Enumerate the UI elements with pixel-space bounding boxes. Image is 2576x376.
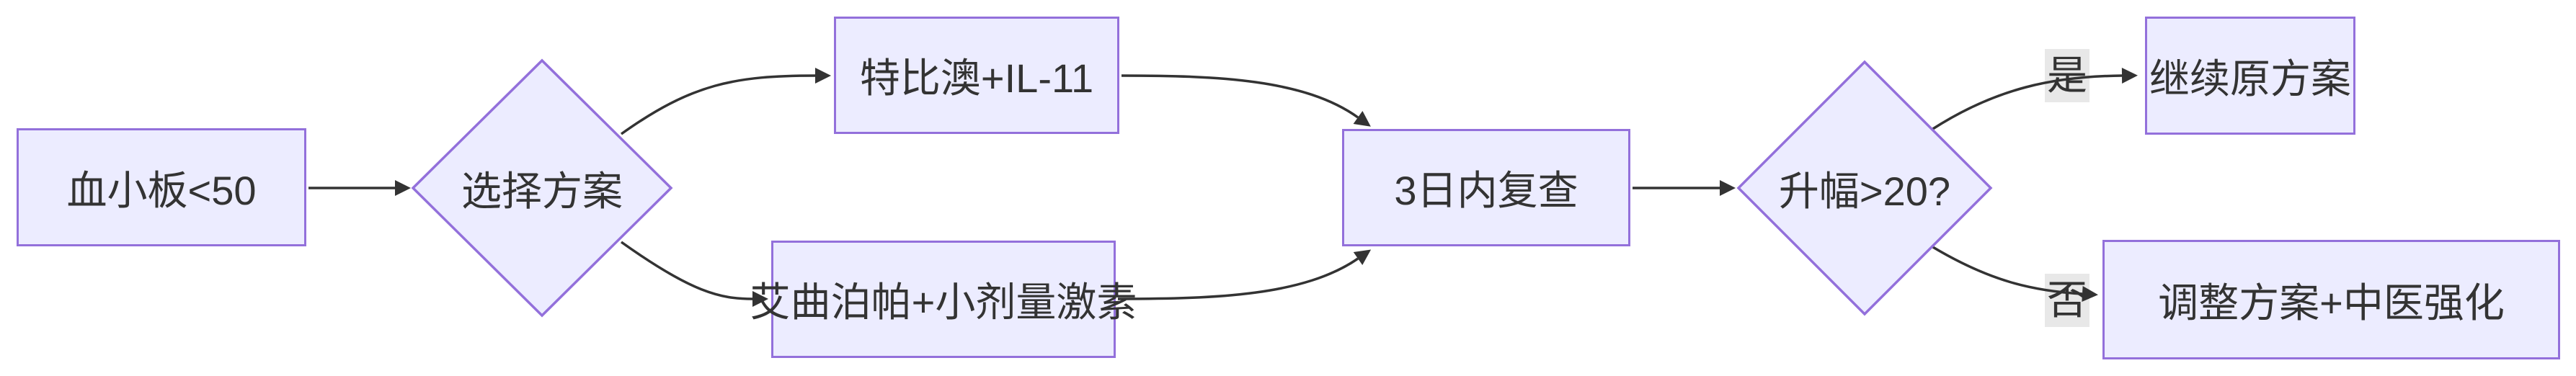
node-eltrombopag-plus-steroid-label: 艾曲泊帕+小剂量激素 <box>750 279 1137 325</box>
edge-rise-yes-to-continue <box>1931 68 2138 131</box>
node-continue-original-plan: 继续原方案 <box>2145 17 2355 135</box>
edge-optionA-to-recheck <box>1121 74 1371 127</box>
node-tpo-plus-il11: 特比澳+IL-11 <box>834 17 1119 134</box>
node-recheck-within-3days-label: 3日内复查 <box>1394 168 1578 213</box>
decision-select-plan-label: 选择方案 <box>461 168 623 214</box>
edge-optionB-to-recheck <box>1117 249 1372 300</box>
decision-rise-gt20: 升幅>20? <box>1738 62 1991 314</box>
node-platelet-below-50: 血小板<50 <box>17 128 306 246</box>
node-platelet-below-50-label: 血小板<50 <box>66 167 257 213</box>
node-recheck-within-3days: 3日内复查 <box>1342 129 1630 246</box>
node-tpo-plus-il11-label: 特比澳+IL-11 <box>859 55 1094 101</box>
node-continue-original-plan-label: 继续原方案 <box>2149 55 2351 102</box>
decision-select-plan-shape <box>411 58 673 318</box>
node-adjust-plan-tcm-label: 调整方案+中医强化 <box>2158 279 2505 326</box>
decision-select-plan: 选择方案 <box>413 61 671 315</box>
decision-rise-gt20-shape <box>1736 60 1993 316</box>
edge-select-to-optionB <box>620 241 768 307</box>
edge-rise-no-to-adjust <box>1931 245 2098 302</box>
decision-rise-gt20-label: 升幅>20? <box>1778 168 1951 214</box>
node-adjust-plan-tcm: 调整方案+中医强化 <box>2102 240 2560 359</box>
edge-label-yes: 是 <box>2045 49 2089 102</box>
edge-select-to-optionA <box>620 68 831 135</box>
node-eltrombopag-plus-steroid: 艾曲泊帕+小剂量激素 <box>750 241 1137 358</box>
